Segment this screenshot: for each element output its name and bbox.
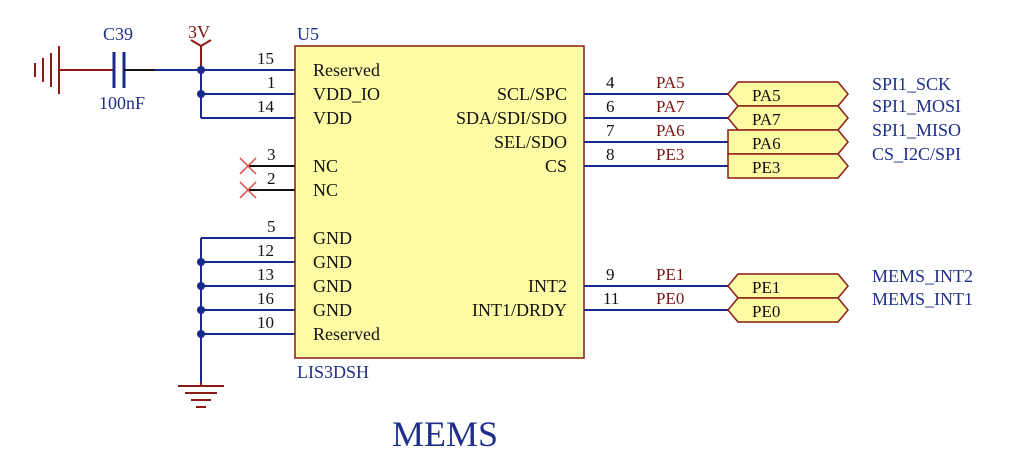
diagram-title: MEMS bbox=[392, 414, 498, 454]
pin-number: 7 bbox=[606, 121, 615, 140]
pin-name: GND bbox=[313, 300, 352, 320]
port-label: PA5 bbox=[752, 86, 781, 105]
port-symbol: PE3 bbox=[727, 153, 849, 179]
port-symbol: PE0 bbox=[727, 297, 849, 323]
net-label: PE1 bbox=[656, 265, 684, 284]
junction-dot bbox=[197, 66, 205, 74]
pin-number: 10 bbox=[257, 313, 274, 332]
net-label: PE3 bbox=[656, 145, 684, 164]
power-label: 3V bbox=[188, 22, 210, 42]
pin-number: 15 bbox=[257, 49, 274, 68]
chip-body bbox=[294, 45, 585, 359]
port-label: PE1 bbox=[752, 278, 780, 297]
no-connect-mark bbox=[239, 181, 257, 199]
chip-ref: U5 bbox=[297, 24, 319, 44]
port-symbol: PA7 bbox=[727, 105, 849, 131]
pin-name: VDD_IO bbox=[313, 84, 380, 104]
pin-number: 4 bbox=[606, 73, 615, 92]
pin-name: NC bbox=[313, 180, 338, 200]
net-label: PA5 bbox=[656, 73, 685, 92]
pin-name: NC bbox=[313, 156, 338, 176]
capacitor-c39 bbox=[110, 52, 155, 88]
pin-number: 16 bbox=[257, 289, 274, 308]
pin-name: Reserved bbox=[313, 324, 380, 344]
signal-name: CS_I2C/SPI bbox=[872, 144, 961, 164]
junction-dot bbox=[197, 306, 205, 314]
port-symbol: PA6 bbox=[727, 129, 849, 155]
port-symbol: PE1 bbox=[727, 273, 849, 299]
pin-number: 14 bbox=[257, 97, 275, 116]
ground-symbol-bottom bbox=[178, 382, 224, 408]
signal-name: SPI1_SCK bbox=[872, 74, 951, 94]
pin-number: 5 bbox=[267, 217, 276, 236]
pin-number: 1 bbox=[267, 73, 276, 92]
pin-name: VDD bbox=[313, 108, 352, 128]
chip-part: LIS3DSH bbox=[297, 362, 369, 382]
net-label: PE0 bbox=[656, 289, 684, 308]
net-label: PA7 bbox=[656, 97, 685, 116]
pin-name: INT2 bbox=[528, 276, 567, 296]
capacitor-value: 100nF bbox=[99, 93, 145, 113]
pin-number: 13 bbox=[257, 265, 274, 284]
pin-name: SEL/SDO bbox=[494, 132, 567, 152]
pin-number: 2 bbox=[267, 169, 276, 188]
signal-name: MEMS_INT1 bbox=[872, 289, 973, 309]
pin-name: GND bbox=[313, 252, 352, 272]
signal-name: SPI1_MISO bbox=[872, 120, 961, 140]
port-symbol: PA5 bbox=[727, 81, 849, 107]
junction-dot bbox=[197, 330, 205, 338]
port-label: PE0 bbox=[752, 302, 780, 321]
pin-number: 11 bbox=[603, 289, 619, 308]
junction-dot bbox=[197, 90, 205, 98]
pin-name: SCL/SPC bbox=[497, 84, 567, 104]
capacitor-ref: C39 bbox=[103, 24, 133, 44]
ground-symbol-left bbox=[34, 46, 110, 94]
pin-name: GND bbox=[313, 276, 352, 296]
signal-name: SPI1_MOSI bbox=[872, 96, 961, 116]
pin-name: GND bbox=[313, 228, 352, 248]
pin-number: 6 bbox=[606, 97, 615, 116]
pin-number: 12 bbox=[257, 241, 274, 260]
port-label: PE3 bbox=[752, 158, 780, 177]
port-label: PA6 bbox=[752, 134, 781, 153]
pin-name: SDA/SDI/SDO bbox=[456, 108, 567, 128]
pin-number: 3 bbox=[267, 145, 276, 164]
pin-number: 9 bbox=[606, 265, 615, 284]
net-label: PA6 bbox=[656, 121, 685, 140]
signal-name: MEMS_INT2 bbox=[872, 266, 973, 286]
pin-name: Reserved bbox=[313, 60, 380, 80]
pin-name: CS bbox=[545, 156, 567, 176]
no-connect-mark bbox=[239, 157, 257, 175]
junction-dot bbox=[197, 258, 205, 266]
power-symbol-3v bbox=[190, 39, 212, 70]
junction-dot bbox=[197, 282, 205, 290]
pin-name: INT1/DRDY bbox=[472, 300, 567, 320]
port-label: PA7 bbox=[752, 110, 781, 129]
pin-number: 8 bbox=[606, 145, 615, 164]
